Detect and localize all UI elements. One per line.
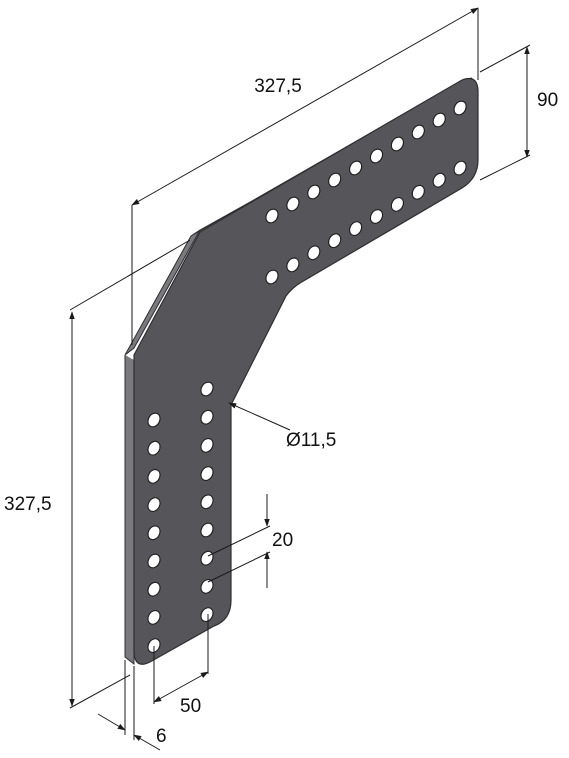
hole-left-inner-8 (200, 579, 214, 594)
hole-left-inner-9 (200, 607, 214, 622)
hole-left-outer-6 (147, 553, 161, 569)
dimension-column-spacing: 50 (153, 614, 209, 717)
hole-top-lower-3 (307, 245, 321, 261)
hole-top-lower-2 (286, 257, 300, 273)
hole-left-outer-7 (147, 581, 161, 597)
hole-left-outer-9 (147, 638, 161, 653)
hole-left-outer-3 (147, 469, 161, 484)
dim-column-spacing-label: 50 (180, 696, 201, 717)
hole-top-lower-4 (328, 233, 342, 249)
dimension-thickness: 6 (97, 660, 167, 751)
dimension-right-height: 90 (479, 44, 558, 181)
hole-left-outer-1 (147, 412, 161, 428)
hole-left-inner-4 (200, 466, 214, 481)
hole-left-outer-8 (147, 610, 161, 625)
hole-left-outer-4 (147, 497, 161, 512)
dim-top-length-label: 327,5 (254, 76, 302, 97)
dimension-top-length: 327,5 (131, 7, 479, 345)
hole-top-lower-5 (349, 221, 363, 236)
hole-left-inner-5 (200, 494, 214, 510)
hole-left-inner-3 (200, 438, 214, 453)
hole-left-outer-5 (147, 525, 161, 541)
dim-right-height-label: 90 (537, 90, 558, 111)
dim-left-height-label: 327,5 (4, 494, 52, 515)
hole-left-inner-1 (200, 381, 214, 397)
hole-left-inner-6 (200, 522, 214, 538)
dim-hole-pitch-label: 20 (272, 530, 293, 551)
dim-hole-diameter-label: Ø11,5 (286, 430, 336, 451)
hole-left-outer-2 (147, 440, 161, 456)
dim-thickness-label: 6 (156, 726, 167, 747)
hole-top-lower-6 (369, 209, 384, 224)
dimension-left-height: 327,5 (4, 239, 191, 709)
dimension-hole-pitch: 20 (207, 494, 293, 588)
bracket-plate (133, 77, 479, 665)
hole-top-upper-1 (265, 208, 279, 224)
hole-left-inner-2 (200, 409, 214, 425)
hole-top-lower-1 (265, 269, 279, 285)
dimension-hole-diameter: Ø11,5 (228, 402, 336, 451)
